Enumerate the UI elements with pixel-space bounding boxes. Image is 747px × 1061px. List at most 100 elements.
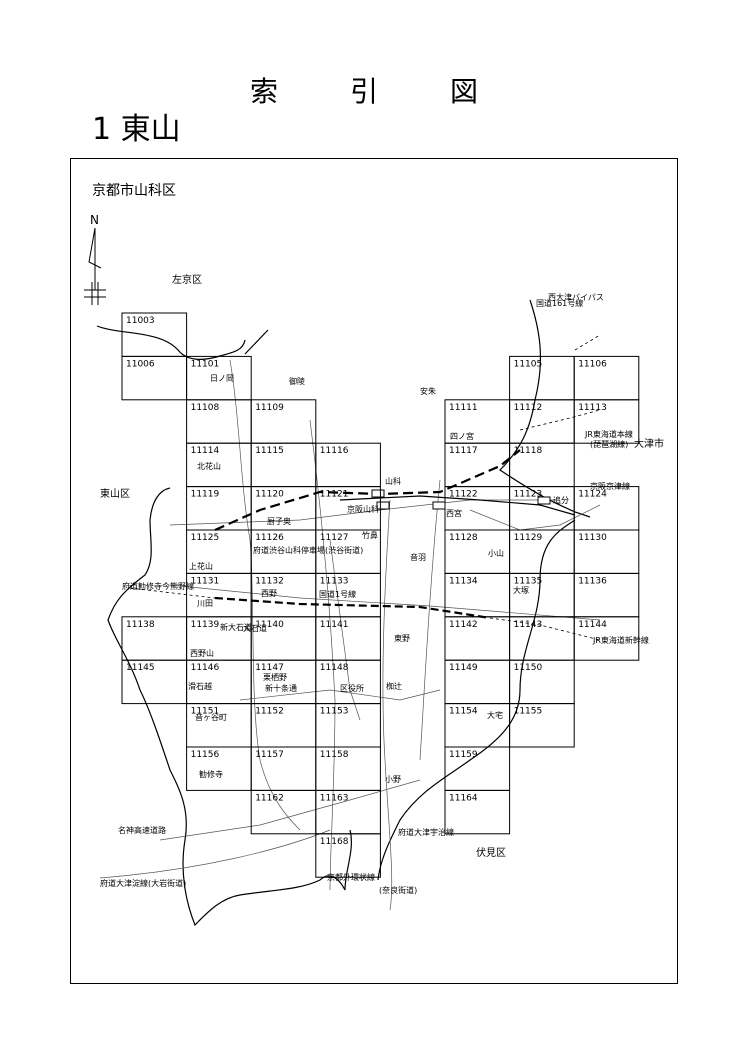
- map-label: 京都外環状線: [327, 872, 375, 882]
- map-label: JR東海道新幹線: [592, 635, 649, 645]
- index-cell-11163[interactable]: 11163: [315, 789, 381, 835]
- railway-line: [489, 617, 601, 641]
- road-line: [419, 479, 441, 761]
- index-cell-11108[interactable]: 11108: [186, 399, 252, 444]
- index-cell-11159[interactable]: 11159: [444, 746, 511, 791]
- index-cell-number: 11140: [255, 620, 284, 630]
- index-cell-11130[interactable]: 11130: [573, 529, 640, 574]
- index-cell-number: 11149: [449, 663, 478, 673]
- map-label: 大石道: [243, 623, 267, 633]
- road-line: [99, 829, 331, 879]
- index-cell-number: 11155: [514, 707, 543, 717]
- map-label: 栗栖野: [263, 672, 287, 682]
- index-cell-11143[interactable]: 11143: [509, 616, 575, 661]
- index-cell-11119[interactable]: 11119: [186, 486, 252, 531]
- index-cell-11003[interactable]: 11003: [121, 312, 188, 357]
- index-cell-11153[interactable]: 11153: [315, 703, 381, 748]
- road-line: [329, 539, 361, 721]
- index-cell-11131[interactable]: 11131: [186, 572, 252, 618]
- index-cell-11168[interactable]: 11168: [315, 833, 381, 878]
- index-cell-number: 11111: [449, 403, 478, 413]
- index-cell-11144[interactable]: 11144: [573, 616, 640, 661]
- index-cell-11112[interactable]: 11112: [509, 399, 575, 444]
- index-cell-11006[interactable]: 11006: [121, 355, 188, 401]
- index-cell-number: 11159: [449, 750, 478, 760]
- index-cell-11152[interactable]: 11152: [250, 703, 317, 748]
- index-cell-number: 11153: [320, 707, 349, 717]
- index-cell-11158[interactable]: 11158: [315, 746, 381, 791]
- station-marker: [432, 501, 446, 510]
- map-label: 北花山: [197, 461, 221, 471]
- map-label: 西野山: [190, 648, 214, 658]
- map-label: 東野: [394, 633, 410, 643]
- index-cell-number: 11109: [255, 403, 284, 413]
- index-cell-11117[interactable]: 11117: [444, 442, 511, 488]
- index-cell-11142[interactable]: 11142: [444, 616, 511, 661]
- index-cell-number: 11157: [255, 750, 284, 760]
- index-cell-number: 11108: [191, 403, 220, 413]
- index-cell-11155[interactable]: 11155: [509, 703, 575, 748]
- index-cell-number: 11150: [514, 663, 543, 673]
- index-cell-11164[interactable]: 11164: [444, 789, 511, 835]
- index-cell-11157[interactable]: 11157: [250, 746, 317, 791]
- index-cell-number: 11145: [126, 663, 155, 673]
- index-cell-11129[interactable]: 11129: [509, 529, 575, 574]
- index-cell-11105[interactable]: 11105: [509, 355, 575, 401]
- title-char-1: 索: [250, 75, 279, 108]
- index-cell-11136[interactable]: 11136: [573, 572, 640, 618]
- title-char-2: 引: [350, 75, 379, 108]
- index-cell-number: 11115: [255, 446, 284, 456]
- index-cell-number: 11116: [320, 446, 349, 456]
- map-label: 西大津バイパス: [548, 292, 604, 302]
- index-cell-11109[interactable]: 11109: [250, 399, 317, 444]
- map-label: 安朱: [420, 386, 436, 396]
- index-cell-number: 11101: [191, 359, 220, 369]
- index-cell-11148[interactable]: 11148: [315, 659, 381, 705]
- index-cell-number: 11114: [191, 446, 220, 456]
- index-cell-11151[interactable]: 11151: [186, 703, 252, 748]
- railway-line: [129, 587, 216, 599]
- railway-line: [339, 495, 576, 516]
- index-cell-11141[interactable]: 11141: [315, 616, 381, 661]
- map-label: 国道1号線: [319, 589, 356, 599]
- index-cell-number: 11146: [191, 663, 220, 673]
- road-line: [382, 499, 393, 911]
- index-cell-11123[interactable]: 11123: [509, 486, 575, 531]
- index-cell-number: 11118: [514, 446, 543, 456]
- index-cell-11115[interactable]: 11115: [250, 442, 317, 488]
- index-cell-number: 11141: [320, 620, 349, 630]
- index-cell-number: 11106: [578, 359, 607, 369]
- index-cell-11124[interactable]: 11124: [573, 486, 640, 531]
- map-label: 左京区: [172, 273, 202, 286]
- index-cell-number: 11003: [126, 316, 155, 326]
- index-cell-11149[interactable]: 11149: [444, 659, 511, 705]
- section-heading: 1 東山: [92, 112, 181, 147]
- index-cell-11145[interactable]: 11145: [121, 659, 188, 705]
- map-label: 府道大津淀線(大岩街道): [100, 878, 186, 888]
- map-label: 新大石道: [220, 622, 252, 632]
- index-cell-11106[interactable]: 11106: [573, 355, 640, 401]
- map-label: 大宅: [487, 710, 503, 720]
- map-label: 御陵: [289, 376, 305, 386]
- index-cell-11156[interactable]: 11156: [186, 746, 252, 791]
- map-label: 区役所: [340, 683, 364, 693]
- map-label: 音ヶ谷町: [195, 712, 227, 722]
- index-cell-11116[interactable]: 11116: [315, 442, 381, 488]
- index-cell-number: 11162: [255, 793, 284, 803]
- index-cell-11134[interactable]: 11134: [444, 572, 511, 618]
- map-label: 勧修寺: [199, 769, 223, 779]
- index-cell-11118[interactable]: 11118: [509, 442, 575, 488]
- map-label: 四ノ宮: [450, 431, 474, 441]
- index-cell-11113[interactable]: 11113: [573, 399, 640, 444]
- index-cell-11135[interactable]: 11135: [509, 572, 575, 618]
- index-cell-number: 11113: [578, 403, 607, 413]
- index-cell-number: 11144: [578, 620, 607, 630]
- index-cell-11138[interactable]: 11138: [121, 616, 188, 661]
- ward-name: 京都市山科区: [92, 183, 176, 199]
- road-line: [239, 689, 441, 701]
- index-cell-number: 11006: [126, 359, 155, 369]
- index-cell-number: 11133: [320, 576, 349, 586]
- index-cell-number: 11125: [191, 533, 220, 543]
- road-line: [159, 779, 421, 841]
